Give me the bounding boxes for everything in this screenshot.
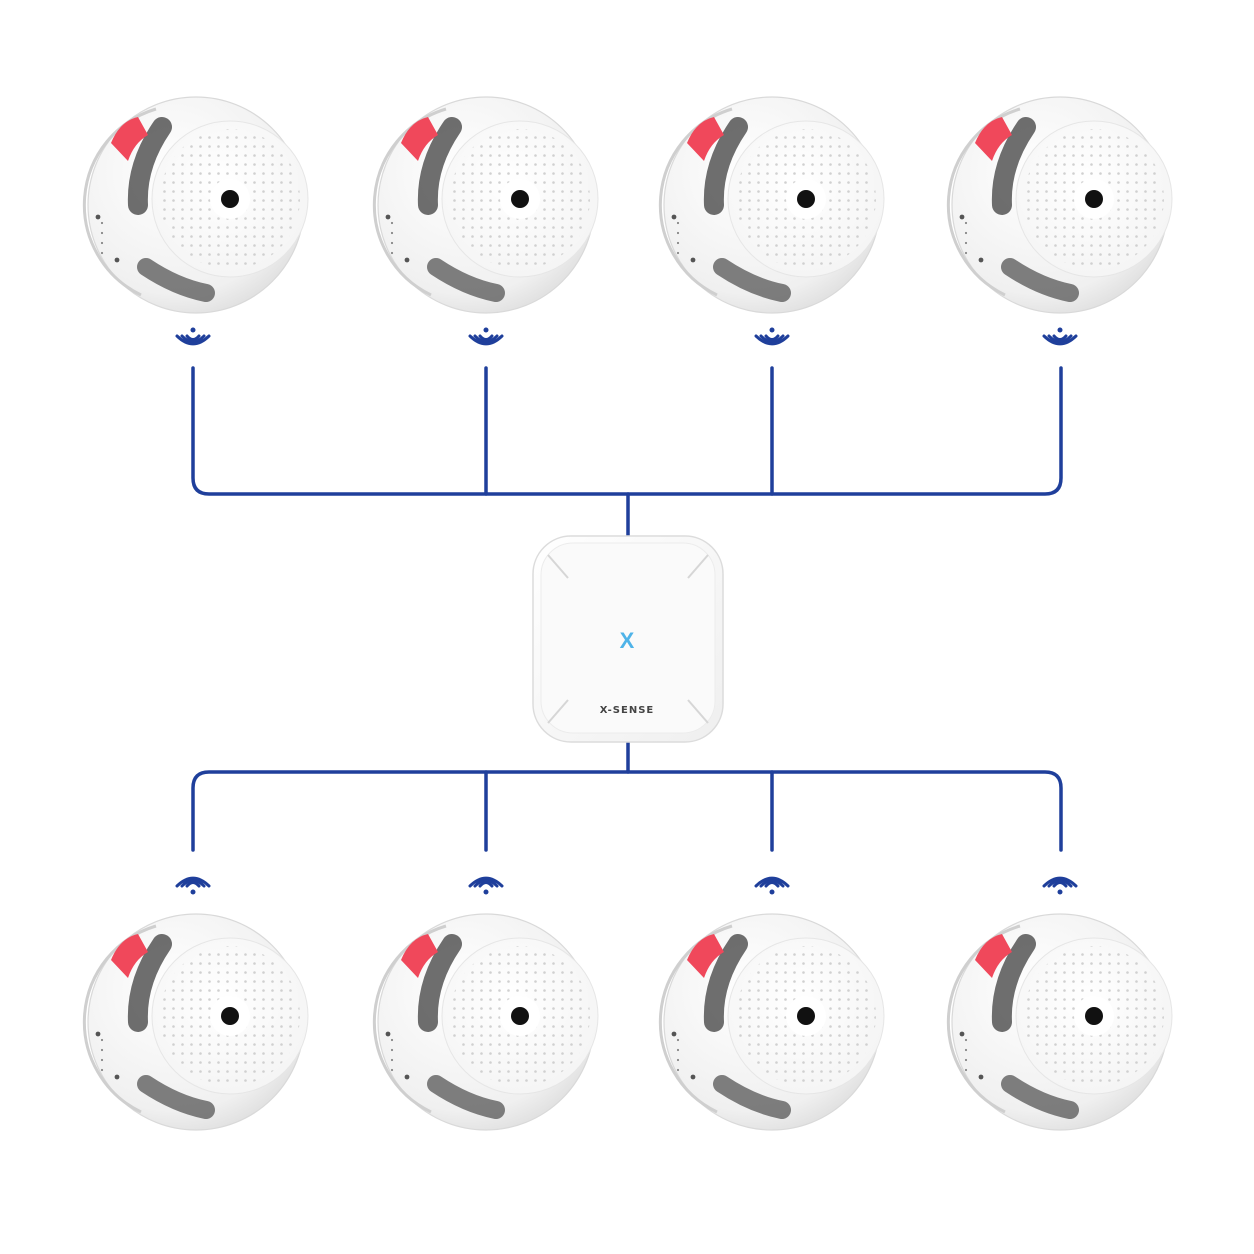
detector-vent <box>703 117 748 215</box>
sensor-dot <box>221 190 239 208</box>
detector-vent <box>127 934 172 1032</box>
alarm-button <box>401 934 438 978</box>
base-station-hub: X X-SENSE <box>532 535 724 743</box>
sensor-dot <box>797 1007 815 1025</box>
signal-waves-down-icon <box>175 327 211 346</box>
detector-vent <box>1001 258 1079 302</box>
hub-groove <box>547 699 569 724</box>
detector-vent <box>713 258 791 302</box>
smoke-detector <box>82 913 309 1131</box>
wifi-signal-icon <box>175 876 211 895</box>
indicator-light-icon <box>404 257 410 263</box>
detector-vent <box>127 117 172 215</box>
sensor-dot <box>1085 1007 1103 1025</box>
detector-vent <box>417 934 462 1032</box>
indicator-light-icon <box>978 257 984 263</box>
hub-face <box>540 542 716 734</box>
alarm-button <box>975 934 1012 978</box>
alarm-button <box>111 934 148 978</box>
smoke-detector <box>946 913 1173 1131</box>
hub-groove <box>687 554 709 579</box>
detector-vent <box>427 1075 505 1119</box>
detector-vent <box>427 258 505 302</box>
sensor-dot <box>797 190 815 208</box>
indicator-light-icon <box>95 214 101 220</box>
alarm-button <box>401 117 438 161</box>
indicator-light-icon <box>978 1074 984 1080</box>
detector-vent <box>137 258 215 302</box>
smoke-detector <box>372 96 599 314</box>
indicator-light-icon <box>385 214 391 220</box>
wifi-signal-icon <box>468 876 504 895</box>
indicator-light-icon <box>690 257 696 263</box>
detector-vent <box>703 934 748 1032</box>
alarm-button <box>687 934 724 978</box>
wifi-signal-icon <box>754 876 790 895</box>
indicator-light-icon <box>95 1031 101 1037</box>
wifi-signal-icon <box>1042 876 1078 895</box>
bottom-bus-line <box>191 770 1063 852</box>
signal-waves-down-icon <box>754 327 790 346</box>
sensor-dot <box>511 1007 529 1025</box>
indicator-light-icon <box>671 1031 677 1037</box>
smoke-detector <box>658 913 885 1131</box>
hub-logo-icon: X <box>620 628 635 653</box>
signal-waves-down-icon <box>1042 327 1078 346</box>
alarm-button <box>975 117 1012 161</box>
hub-brand-label: X-SENSE <box>600 705 654 716</box>
detector-group <box>82 96 1173 1131</box>
alarm-button <box>111 117 148 161</box>
indicator-light-icon <box>959 214 965 220</box>
detector-vent <box>991 117 1036 215</box>
indicator-light-icon <box>671 214 677 220</box>
alarm-button <box>687 117 724 161</box>
hub-groove <box>687 699 709 724</box>
detector-vent <box>713 1075 791 1119</box>
indicator-light-icon <box>385 1031 391 1037</box>
signal-waves-down-icon <box>468 327 504 346</box>
signal-icons <box>175 327 1078 895</box>
indicator-light-icon <box>114 257 120 263</box>
smoke-detector <box>946 96 1173 314</box>
detector-vent <box>417 117 462 215</box>
detector-vent <box>137 1075 215 1119</box>
detector-vent <box>991 934 1036 1032</box>
smoke-detector <box>658 96 885 314</box>
indicator-light-icon <box>404 1074 410 1080</box>
sensor-dot <box>221 1007 239 1025</box>
indicator-light-icon <box>690 1074 696 1080</box>
detector-vent <box>1001 1075 1079 1119</box>
smoke-detector <box>372 913 599 1131</box>
sensor-dot <box>511 190 529 208</box>
indicator-light-icon <box>114 1074 120 1080</box>
indicator-light-icon <box>959 1031 965 1037</box>
connection-lines <box>191 366 1063 852</box>
hub-groove <box>547 554 569 579</box>
smoke-detector <box>82 96 309 314</box>
sensor-dot <box>1085 190 1103 208</box>
top-bus-line <box>191 366 1063 496</box>
